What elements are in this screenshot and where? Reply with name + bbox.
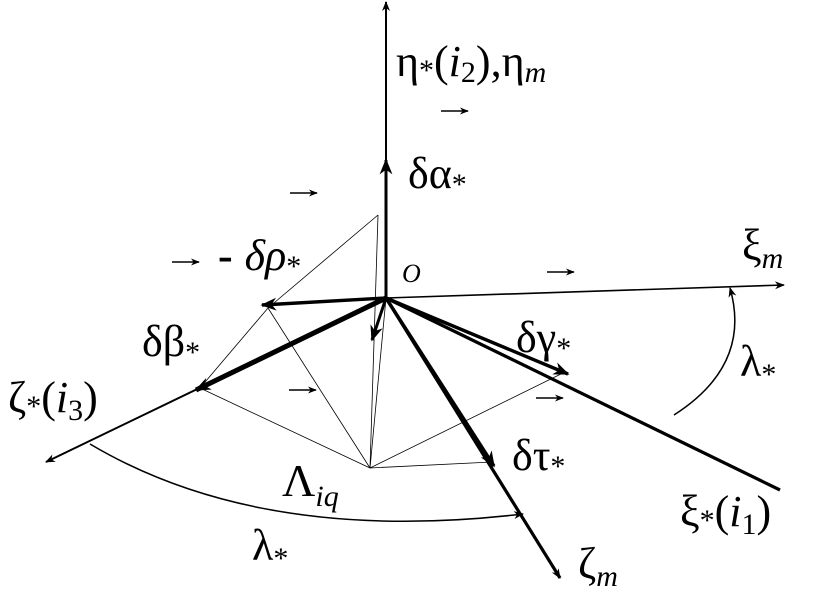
lambda-bottom-arc — [89, 443, 524, 523]
label-lambda-iq: Λiq — [282, 455, 339, 513]
proj-line-alpha — [369, 214, 379, 469]
delta-beta-vector — [194, 295, 388, 393]
label-zeta-star: ζ*(i3) — [8, 373, 98, 427]
small-down-vector — [370, 297, 388, 342]
label-delta-gamma: δγ* — [516, 313, 571, 365]
label-lambda-right: λ* — [740, 337, 776, 391]
xi-m-axis — [385, 281, 785, 299]
proj-line-rho — [267, 307, 371, 469]
proj-line-beta — [199, 387, 371, 469]
label-xi-star: ξ*(i1) — [680, 487, 771, 541]
vector-marks — [172, 107, 575, 402]
label-delta-rho: -δρ* — [218, 231, 301, 283]
proj-line-origin — [369, 297, 387, 469]
axes — [45, 1, 785, 579]
label-delta-beta: δβ* — [142, 317, 200, 369]
label-zeta-m: ζm — [578, 539, 618, 593]
delta-rho-vector — [260, 296, 387, 311]
angle-arcs — [89, 287, 737, 523]
proj-line-tau — [369, 461, 493, 469]
label-delta-alpha: δα* — [408, 149, 467, 201]
lambda-right-arc — [673, 287, 737, 416]
labels: η*(i2),ηm ξm ζ*(i3) ξ*(i1) ζm δα* -δρ* O — [8, 37, 783, 593]
proj-line-rho-beta — [199, 307, 269, 389]
label-eta-axis: η*(i2),ηm — [396, 37, 546, 89]
proj-line-alpha-rho — [267, 214, 379, 309]
vectors — [194, 158, 570, 468]
label-xi-m: ξm — [742, 221, 783, 275]
delta-gamma-vector — [385, 296, 570, 376]
label-lambda-bottom: λ* — [252, 521, 288, 575]
proj-line-gamma — [369, 371, 566, 469]
xi-star-axis — [385, 296, 781, 492]
label-origin: O — [402, 259, 421, 288]
delta-tau-vector — [384, 297, 496, 468]
label-delta-tau: δτ* — [512, 431, 565, 483]
